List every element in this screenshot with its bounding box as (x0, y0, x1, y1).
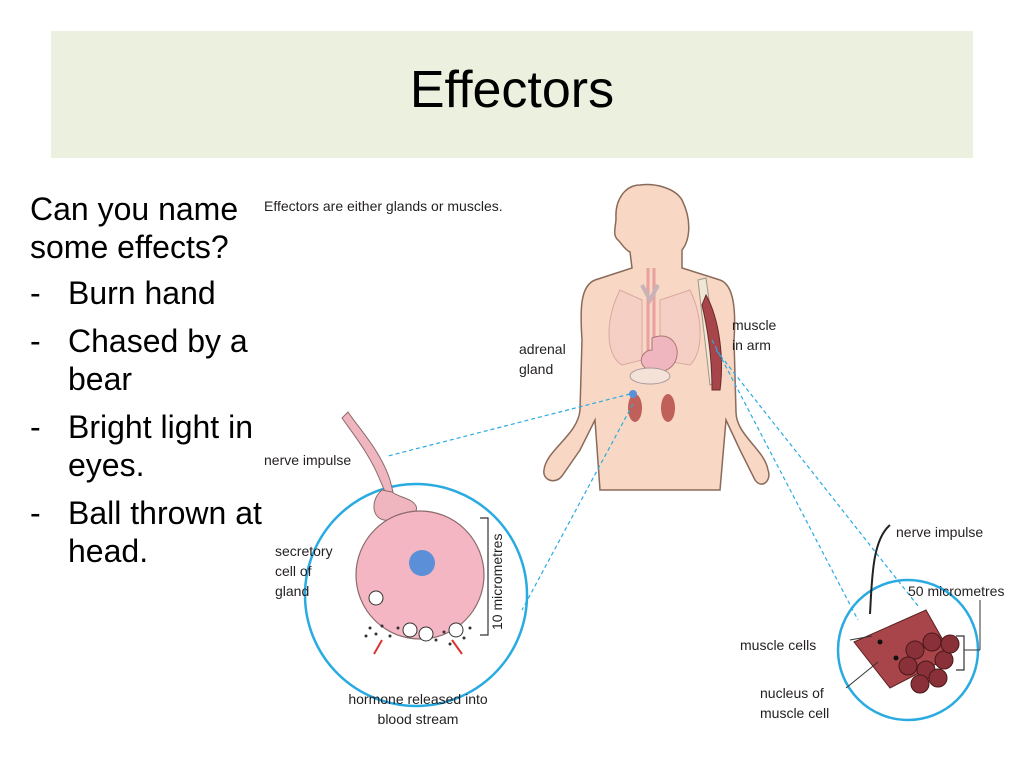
muscle-nucleus (877, 639, 883, 645)
scale-bracket (480, 517, 489, 636)
adrenal-label: gland (519, 361, 553, 377)
muscle-zoom (836, 524, 981, 722)
vesicle (402, 622, 418, 638)
adrenal-gland-marker (629, 390, 637, 398)
release-arrow (451, 639, 463, 655)
left-kidney (628, 394, 642, 422)
arm-muscle (701, 293, 722, 391)
hormone-particles (364, 624, 472, 646)
muscle-cells-label: muscle cells (740, 637, 816, 653)
nerve-impulse-muscle-label: nerve impulse (896, 524, 983, 540)
left-lung (608, 289, 643, 366)
muscle-cells-leader (849, 635, 873, 641)
bullet-text-box: Can you name some effects? -Burn hand -C… (30, 190, 270, 580)
scale-bracket-muscle (956, 635, 965, 671)
muscle-nucleus (893, 655, 899, 661)
ten-micrometres-label: 10 micrometres (489, 534, 505, 630)
title-band (51, 31, 973, 158)
bullet-item: -Chased by a bear (30, 323, 248, 397)
vesicle (418, 626, 434, 642)
nucleus-leader (845, 661, 879, 689)
bullet-item: -Bright light in eyes. (30, 409, 253, 483)
question-text: Can you name some effects? (30, 191, 239, 265)
gland-zoom-circle (303, 482, 529, 708)
muscle-fibres (898, 632, 960, 694)
secretory-label: cell of (275, 563, 312, 579)
muscle-arm-label: muscle (732, 317, 777, 333)
connector-lines (387, 339, 919, 621)
nucleus-label: muscle cell (760, 705, 829, 721)
hormone-label: blood stream (378, 711, 459, 727)
fifty-micrometres-label: 50 micrometres (908, 583, 1004, 599)
vesicle (448, 622, 464, 638)
diagram-caption: Effectors are either glands or muscles. (264, 198, 503, 214)
nucleus-label: nucleus of (760, 685, 824, 701)
pancreas (629, 367, 671, 385)
secretory-label: secretory (275, 543, 333, 559)
bullet-item: -Ball thrown at head. (30, 495, 262, 569)
nerve-impulse-label: nerve impulse (264, 452, 351, 468)
muscle-arm-label: in arm (732, 337, 771, 353)
vesicle (368, 590, 384, 606)
effectors-diagram: Effectors are either glands or muscles. … (264, 183, 1004, 727)
gland-cell-zoom (303, 411, 529, 708)
slide-title: Effectors (409, 61, 615, 119)
right-kidney (661, 394, 675, 422)
cell-nucleus (409, 550, 435, 576)
hormone-label: hormone released into (348, 691, 488, 707)
release-arrow (373, 639, 383, 655)
secretory-label: gland (275, 583, 309, 599)
human-torso-illustration (543, 183, 770, 491)
trachea (640, 284, 660, 305)
bullet-list: -Burn hand -Chased by a bear -Bright lig… (30, 274, 270, 570)
adrenal-label: adrenal (519, 341, 566, 357)
nerve-fibre-muscle (869, 524, 891, 615)
bullet-item: -Burn hand (30, 275, 216, 311)
